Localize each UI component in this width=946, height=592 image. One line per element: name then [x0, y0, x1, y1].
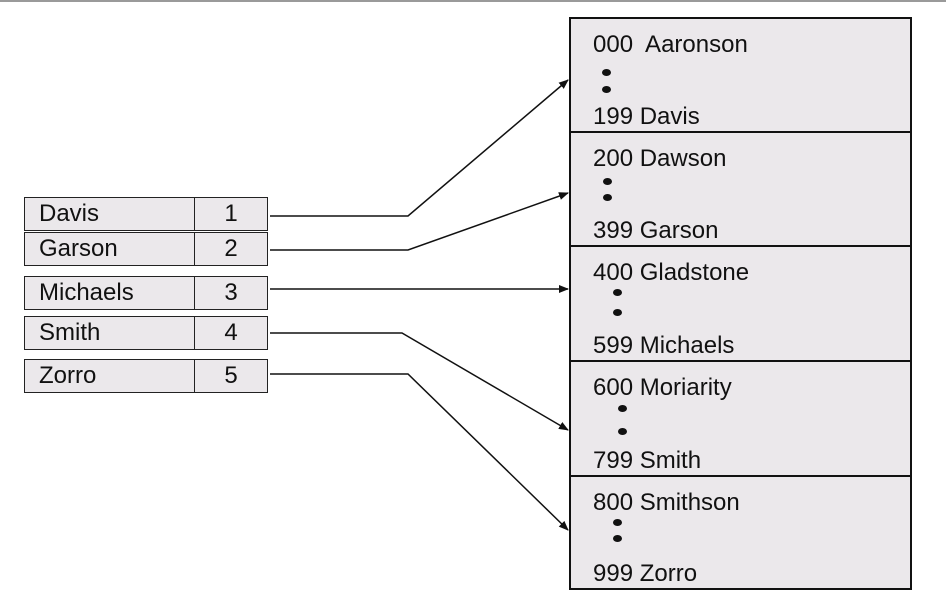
block-first-record: 600 Moriarity [593, 374, 732, 401]
ellipsis-dot [618, 405, 627, 412]
ellipsis-dot [602, 86, 611, 93]
ellipsis-dot [613, 289, 622, 296]
arrow-zorro [270, 373, 569, 531]
index-row: Michaels 3 [24, 276, 270, 310]
block-last-record: 199 Davis [593, 103, 700, 130]
top-border-line [0, 0, 946, 2]
block-first-record: 200 Dawson [593, 145, 727, 172]
block-first-record: 000 Aaronson [593, 31, 748, 58]
index-row-name: Michaels [24, 276, 196, 310]
block-first-record: 800 Smithson [593, 489, 740, 516]
ellipsis-dot [602, 69, 611, 76]
index-row-number: 4 [194, 316, 268, 350]
index-row-name: Davis [24, 197, 196, 231]
block-first-record: 400 Gladstone [593, 259, 750, 286]
data-block: 800 Smithson 999 Zorro [569, 475, 912, 590]
arrow-smith [270, 332, 569, 431]
index-row: Smith 4 [24, 316, 270, 350]
ellipsis-dot [603, 194, 612, 201]
index-row: Zorro 5 [24, 359, 270, 393]
block-last-record: 399 Garson [593, 217, 719, 244]
index-row-number: 5 [194, 359, 268, 393]
block-last-record: 799 Smith [593, 447, 702, 474]
ellipsis-dot [613, 519, 622, 526]
data-block: 000 Aaronson 199 Davis [569, 17, 912, 133]
index-row-number: 3 [194, 276, 268, 310]
ellipsis-dot [613, 309, 622, 316]
arrow-garson [270, 192, 569, 251]
index-row: Davis 1 [24, 197, 270, 231]
ellipsis-dot [613, 535, 622, 542]
index-row-name: Zorro [24, 359, 196, 393]
index-row-name: Smith [24, 316, 196, 350]
block-last-record: 999 Zorro [593, 560, 698, 587]
index-row-number: 2 [194, 232, 268, 266]
data-block: 600 Moriarity 799 Smith [569, 360, 912, 477]
ellipsis-dot [618, 428, 627, 435]
index-row: Garson 2 [24, 232, 270, 266]
block-last-record: 599 Michaels [593, 332, 735, 359]
index-row-name: Garson [24, 232, 196, 266]
index-row-number: 1 [194, 197, 268, 231]
data-block: 200 Dawson 399 Garson [569, 131, 912, 247]
arrow-davis [270, 79, 569, 217]
data-block: 400 Gladstone 599 Michaels [569, 245, 912, 362]
ellipsis-dot [603, 178, 612, 185]
